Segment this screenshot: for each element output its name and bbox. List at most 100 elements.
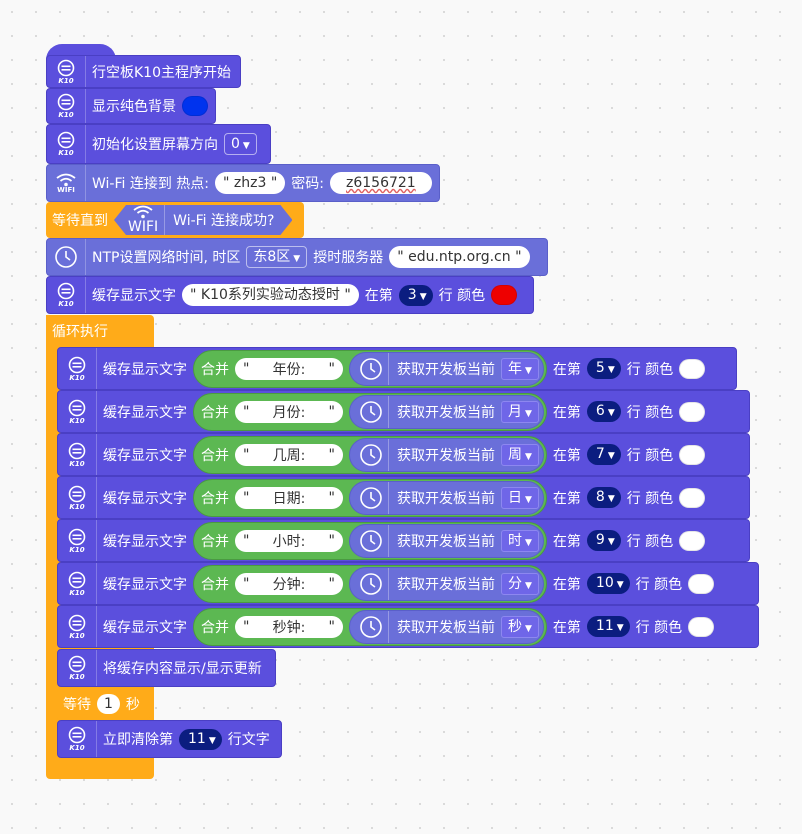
merge-reporter[interactable]: 合并 "日期:" 获取开发板当前 日▼ (193, 478, 547, 517)
text-color-swatch[interactable] (688, 616, 715, 637)
password-label: 密码: (291, 176, 325, 192)
clear-line-block[interactable]: K10 立即清除第 11▼ 行文字 (57, 720, 282, 758)
cache-label: 缓存显示文字 (103, 361, 187, 378)
get-time-reporter[interactable]: 获取开发板当前 日▼ (349, 480, 544, 515)
row-dropdown[interactable]: 11▼ (586, 616, 630, 637)
time-unit-dropdown[interactable]: 秒▼ (501, 615, 539, 638)
clear-row-dropdown[interactable]: 11▼ (179, 728, 222, 750)
merge-text-input[interactable]: "月份:" (235, 400, 343, 423)
ntp-block[interactable]: NTP设置网络时间, 时区 东8区▼ 授时服务器 " edu.ntp.org.c… (46, 238, 548, 276)
wifi-connect-block[interactable]: WIFI Wi-Fi 连接到 热点: " zhz3 " 密码: z6156721 (46, 164, 440, 202)
merge-reporter[interactable]: 合并 "月份:" 获取开发板当前 月▼ (193, 392, 547, 431)
row-dropdown[interactable]: 9▼ (586, 530, 621, 551)
orientation-block[interactable]: K10 初始化设置屏幕方向 0▼ (46, 124, 271, 164)
clear-suffix-label: 行文字 (227, 732, 270, 748)
cache-text-input[interactable]: " K10系列实验动态授时 " (182, 284, 359, 306)
orientation-label: 初始化设置屏幕方向 (92, 137, 218, 153)
cache-text-block[interactable]: K10 缓存显示文字 " K10系列实验动态授时 " 在第 3▼ 行 颜色 (46, 276, 534, 314)
row-label: 在第 (552, 576, 581, 593)
wait-until-block[interactable]: 等待直到 WIFI Wi-Fi 连接成功? (46, 202, 304, 238)
row-dropdown[interactable]: 5▼ (586, 358, 621, 379)
time-unit-dropdown[interactable]: 时▼ (501, 529, 539, 552)
timezone-dropdown[interactable]: 东8区▼ (246, 246, 308, 268)
orientation-dropdown[interactable]: 0▼ (224, 133, 257, 155)
merge-reporter[interactable]: 合并 "秒钟:" 获取开发板当前 秒▼ (193, 607, 547, 646)
merge-reporter[interactable]: 合并 "年份:" 获取开发板当前 年▼ (193, 349, 547, 388)
cache-row-block[interactable]: K10 缓存显示文字 合并 "几周:" 获取开发板当前 周▼ 在第 7▼ 行 颜… (57, 433, 750, 476)
merge-reporter[interactable]: 合并 "小时:" 获取开发板当前 时▼ (193, 521, 547, 560)
bg-color-block[interactable]: K10 显示纯色背景 (46, 88, 216, 124)
get-time-reporter[interactable]: 获取开发板当前 月▼ (349, 394, 544, 429)
ntp-label: NTP设置网络时间, 时区 (92, 250, 241, 266)
cache-row-block[interactable]: K10 缓存显示文字 合并 "分钟:" 获取开发板当前 分▼ 在第 10▼ 行 … (57, 562, 759, 605)
wifi-icon: WIFI (128, 205, 165, 235)
ssid-input[interactable]: " zhz3 " (215, 172, 286, 194)
text-color-swatch[interactable] (688, 573, 715, 594)
get-time-reporter[interactable]: 获取开发板当前 周▼ (349, 437, 544, 472)
merge-text-input[interactable]: "秒钟:" (235, 615, 343, 638)
wait-label: 等待 (63, 697, 91, 713)
time-unit-dropdown[interactable]: 日▼ (501, 486, 539, 509)
clock-icon (354, 567, 389, 600)
bg-color-swatch[interactable] (182, 96, 208, 116)
get-time-reporter[interactable]: 获取开发板当前 分▼ (349, 566, 544, 601)
merge-label: 合并 (201, 533, 229, 550)
cache-row-block[interactable]: K10 缓存显示文字 合并 "日期:" 获取开发板当前 日▼ 在第 8▼ 行 颜… (57, 476, 750, 519)
time-unit-dropdown[interactable]: 分▼ (501, 572, 539, 595)
color-label: 行 颜色 (626, 490, 674, 507)
wifi-connected-condition[interactable]: WIFI Wi-Fi 连接成功? (114, 205, 292, 235)
merge-reporter[interactable]: 合并 "几周:" 获取开发板当前 周▼ (193, 435, 547, 474)
password-input[interactable]: z6156721 (330, 172, 432, 194)
update-label: 将缓存内容显示/显示更新 (103, 661, 262, 677)
merge-label: 合并 (201, 404, 229, 421)
merge-text-input[interactable]: "小时:" (235, 529, 343, 552)
row-dropdown[interactable]: 7▼ (586, 444, 621, 465)
clock-icon (354, 524, 389, 557)
server-input[interactable]: " edu.ntp.org.cn " (389, 246, 530, 268)
text-color-swatch[interactable] (679, 444, 706, 465)
time-unit-dropdown[interactable]: 月▼ (501, 400, 539, 423)
get-time-reporter[interactable]: 获取开发板当前 年▼ (349, 351, 544, 386)
wait-seconds-input[interactable]: 1 (97, 694, 120, 714)
merge-text-input[interactable]: "日期:" (235, 486, 343, 509)
row-label: 在第 (552, 533, 581, 550)
wifi-icon: WIFI (47, 165, 86, 201)
cache-row-block[interactable]: K10 缓存显示文字 合并 "年份:" 获取开发板当前 年▼ 在第 5▼ 行 颜… (57, 347, 737, 390)
row-dropdown[interactable]: 8▼ (586, 487, 621, 508)
wait-block[interactable]: 等待 1 秒 (57, 688, 150, 720)
k10-icon: K10 (58, 348, 97, 389)
row-dropdown[interactable]: 3▼ (398, 284, 433, 306)
merge-label: 合并 (201, 576, 229, 593)
merge-label: 合并 (201, 361, 229, 378)
get-time-reporter[interactable]: 获取开发板当前 时▼ (349, 523, 544, 558)
time-unit-dropdown[interactable]: 周▼ (501, 443, 539, 466)
row-dropdown[interactable]: 10▼ (586, 573, 630, 594)
text-color-swatch[interactable] (491, 285, 518, 305)
text-color-swatch[interactable] (679, 358, 706, 379)
main-start-label: 行空板K10主程序开始 (92, 64, 231, 81)
text-color-swatch[interactable] (679, 487, 706, 508)
time-unit-dropdown[interactable]: 年▼ (501, 357, 539, 380)
merge-reporter[interactable]: 合并 "分钟:" 获取开发板当前 分▼ (193, 564, 547, 603)
cache-row-block[interactable]: K10 缓存显示文字 合并 "秒钟:" 获取开发板当前 秒▼ 在第 11▼ 行 … (57, 605, 759, 648)
cache-row-block[interactable]: K10 缓存显示文字 合并 "月份:" 获取开发板当前 月▼ 在第 6▼ 行 颜… (57, 390, 750, 433)
update-display-block[interactable]: K10 将缓存内容显示/显示更新 (57, 649, 276, 687)
cache-row-block[interactable]: K10 缓存显示文字 合并 "小时:" 获取开发板当前 时▼ 在第 9▼ 行 颜… (57, 519, 750, 562)
main-start-block[interactable]: K10 行空板K10主程序开始 (46, 55, 241, 88)
get-time-reporter[interactable]: 获取开发板当前 秒▼ (349, 609, 544, 644)
row-dropdown[interactable]: 6▼ (586, 401, 621, 422)
merge-text-input[interactable]: "几周:" (235, 443, 343, 466)
text-color-swatch[interactable] (679, 530, 706, 551)
text-color-swatch[interactable] (679, 401, 706, 422)
k10-icon: K10 (58, 721, 97, 757)
row-label: 在第 (552, 447, 581, 464)
clock-icon (354, 395, 389, 428)
k10-icon: K10 (47, 277, 86, 313)
cache-label: 缓存显示文字 (103, 490, 187, 507)
merge-text-input[interactable]: "年份:" (235, 357, 343, 380)
seconds-label: 秒 (125, 697, 140, 713)
merge-label: 合并 (201, 447, 229, 464)
clock-icon (354, 610, 389, 643)
merge-text-input[interactable]: "分钟:" (235, 572, 343, 595)
cache-label: 缓存显示文字 (92, 288, 176, 304)
